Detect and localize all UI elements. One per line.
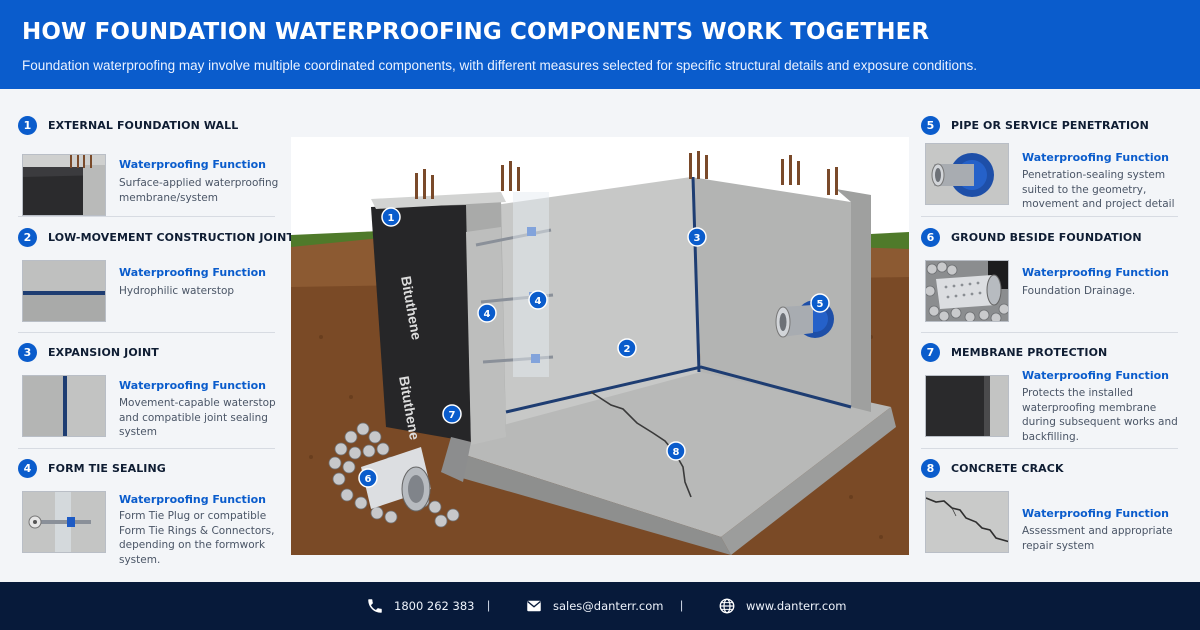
page-subtitle: Foundation waterproofing may involve mul… (22, 58, 978, 73)
footer-phone[interactable]: 1800 262 383 (366, 582, 474, 630)
number-badge: 8 (921, 458, 940, 478)
thumbnail-membrane-protection (925, 375, 1009, 437)
function-label: Waterproofing Function (119, 493, 266, 506)
marker-2-label: 2 (624, 344, 631, 355)
divider (18, 216, 275, 217)
number-badge: 5 (921, 115, 940, 135)
function-description: Protects the installed waterproofing mem… (1022, 387, 1178, 443)
component-title: FORM TIE SEALING (48, 461, 166, 475)
marker-6: 6 (358, 468, 378, 488)
footer-bar: 1800 262 383 | sales@danterr.com | www.d… (0, 582, 1200, 630)
function-description: Form Tie Plug or compatible Form Tie Rin… (119, 510, 275, 566)
function-description: Surface-applied waterproofing membrane/s… (119, 177, 279, 204)
component-title: GROUND BESIDE FOUNDATION (951, 230, 1142, 244)
marker-4a: 4 (528, 290, 548, 310)
thumbnail-concrete-crack (925, 491, 1009, 553)
marker-8-label: 8 (673, 447, 680, 458)
page-title: HOW FOUNDATION WATERPROOFING COMPONENTS … (22, 19, 930, 45)
website-url: www.danterr.com (746, 599, 847, 613)
marker-4a-label: 4 (535, 296, 542, 307)
number-badge: 1 (18, 115, 37, 135)
function-label: Waterproofing Function (1022, 507, 1169, 520)
marker-3-label: 3 (694, 233, 701, 244)
component-title: PIPE OR SERVICE PENETRATION (951, 118, 1149, 132)
phone-number: 1800 262 383 (394, 599, 475, 613)
email-icon (527, 600, 541, 612)
divider (18, 448, 275, 449)
email-address: sales@danterr.com (553, 599, 664, 613)
header-banner: HOW FOUNDATION WATERPROOFING COMPONENTS … (0, 0, 1200, 89)
component-title: MEMBRANE PROTECTION (951, 345, 1108, 359)
function-label: Waterproofing Function (1022, 369, 1169, 382)
marker-8: 8 (666, 441, 686, 461)
marker-7-label: 7 (449, 410, 456, 421)
marker-6-label: 6 (365, 474, 372, 485)
thumbnail-external-wall (22, 154, 106, 216)
number-badge: 3 (18, 342, 37, 362)
marker-3: 3 (687, 227, 707, 247)
component-title: EXTERNAL FOUNDATION WALL (48, 118, 239, 132)
divider (921, 332, 1178, 333)
thumbnail-expansion-joint (22, 375, 106, 437)
number-badge: 2 (18, 227, 37, 247)
thumbnail-drainage (925, 260, 1009, 322)
marker-5: 5 (810, 293, 830, 313)
function-description: Hydrophilic waterstop (119, 285, 235, 297)
marker-2: 2 (617, 338, 637, 358)
component-title: EXPANSION JOINT (48, 345, 159, 359)
globe-icon (719, 598, 735, 614)
number-badge: 6 (921, 227, 940, 247)
marker-7: 7 (442, 404, 462, 424)
component-title: CONCRETE CRACK (951, 461, 1064, 475)
marker-4b-label: 4 (484, 309, 491, 320)
function-label: Waterproofing Function (1022, 151, 1169, 164)
thumbnail-construction-joint (22, 260, 106, 322)
function-label: Waterproofing Function (119, 266, 266, 279)
function-label: Waterproofing Function (119, 379, 266, 392)
function-description: Foundation Drainage. (1022, 285, 1136, 297)
marker-4b: 4 (477, 303, 497, 323)
marker-1: 1 (381, 207, 401, 227)
thumbnail-pipe-penetration (925, 143, 1009, 205)
marker-1-label: 1 (388, 213, 395, 224)
divider (18, 332, 275, 333)
function-description: Assessment and appropriate repair system (1022, 525, 1173, 552)
phone-icon (368, 599, 382, 613)
marker-5-label: 5 (817, 299, 824, 310)
function-description: Penetration-sealing system suited to the… (1022, 169, 1175, 210)
footer-email[interactable]: sales@danterr.com (525, 582, 663, 630)
divider (921, 216, 1178, 217)
number-badge: 7 (921, 342, 940, 362)
divider (921, 448, 1178, 449)
footer-website[interactable]: www.danterr.com (718, 582, 846, 630)
foundation-illustration: Bituthene Bituthene 1 2 3 4 4 5 6 (291, 137, 909, 555)
footer-separator: | (680, 598, 684, 612)
component-title: LOW-MOVEMENT CONSTRUCTION JOINT (48, 230, 295, 244)
number-badge: 4 (18, 458, 37, 478)
function-label: Waterproofing Function (1022, 266, 1169, 279)
function-description: Movement-capable waterstop and compatibl… (119, 397, 276, 438)
thumbnail-form-tie (22, 491, 106, 553)
function-label: Waterproofing Function (119, 158, 266, 171)
footer-separator: | (487, 598, 491, 612)
